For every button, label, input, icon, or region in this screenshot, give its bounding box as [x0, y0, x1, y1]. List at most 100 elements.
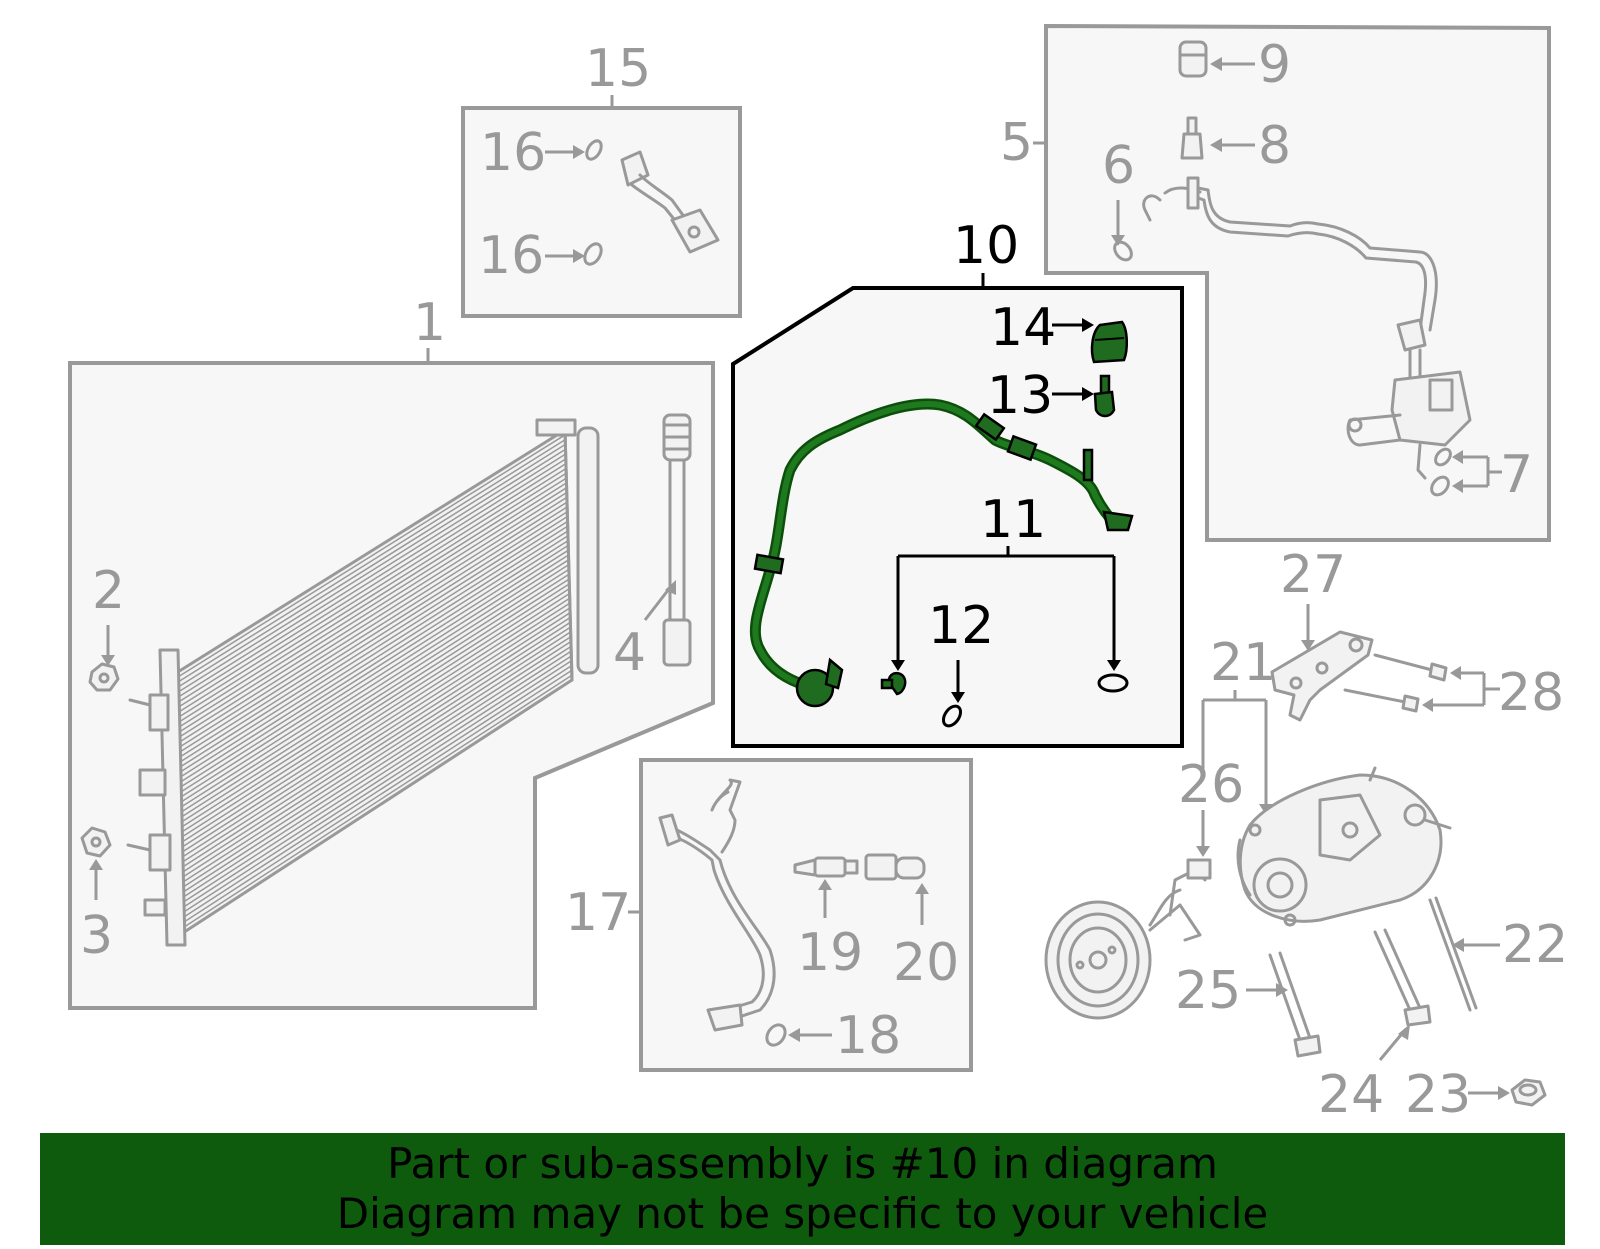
o-ring-part-11: [1097, 673, 1129, 693]
arrow: [573, 145, 585, 159]
condenser-fin: [166, 520, 569, 776]
compressor-group: 27 28 21: [1044, 545, 1568, 1125]
condenser-fin: [165, 467, 567, 721]
condenser-fin: [169, 616, 571, 876]
bracket-part-27: [1270, 630, 1374, 722]
condenser-fin: [169, 631, 572, 891]
callout-8: 8: [1258, 116, 1291, 176]
callout-13: 13: [987, 366, 1053, 426]
condenser-fin: [167, 535, 569, 791]
condenser-fin: [170, 645, 572, 906]
condenser-fin: [170, 635, 572, 896]
callout-28: 28: [1498, 663, 1564, 723]
group-15: 15 16 16: [461, 39, 742, 318]
callout-27: 27: [1280, 545, 1346, 605]
group-17-box: [639, 758, 973, 1072]
callout-2: 2: [92, 561, 125, 621]
callout-19: 19: [797, 923, 863, 983]
o-ring-part-12: [941, 704, 963, 728]
arrow: [1276, 983, 1288, 997]
condenser-fin: [167, 559, 570, 816]
compressor-part-21: [1236, 766, 1452, 927]
arrow: [1107, 660, 1121, 671]
arrow: [1452, 938, 1464, 952]
condenser-fin: [169, 607, 571, 866]
condenser-fin: [168, 568, 570, 826]
condenser-fin: [164, 434, 566, 686]
arrow: [665, 580, 676, 595]
hose-part-5: [1142, 176, 1472, 480]
arrow: [1301, 640, 1315, 651]
condenser-fin: [167, 530, 569, 786]
callout-12: 12: [928, 596, 994, 656]
info-banner: Part or sub-assembly is #10 in diagram D…: [40, 1133, 1565, 1245]
arrow: [891, 660, 905, 671]
callout-9: 9: [1258, 35, 1291, 95]
group-5: 5 9 8 6: [1000, 23, 1551, 542]
arrow: [1082, 318, 1094, 332]
arrow: [1452, 450, 1463, 464]
arrow: [1111, 235, 1125, 246]
callout-3: 3: [80, 906, 113, 966]
condenser-fin: [168, 573, 570, 831]
condenser-fin: [164, 438, 567, 691]
arrow: [788, 1028, 800, 1042]
condenser-fin: [170, 640, 572, 901]
condenser-fin: [165, 486, 568, 741]
arrow: [1196, 846, 1210, 857]
ac-hose-part-10: [749, 398, 1134, 708]
condenser-fin: [167, 554, 570, 811]
condenser-fin: [170, 660, 573, 921]
cap-part-14: [1090, 320, 1128, 364]
clip-part-11: [880, 671, 907, 696]
callout-23: 23: [1405, 1065, 1471, 1125]
banner-line-2: Diagram may not be specific to your vehi…: [336, 1189, 1269, 1238]
callout-4: 4: [613, 623, 646, 683]
condenser-fin: [171, 674, 573, 936]
condenser-fin: [166, 515, 569, 771]
bolt-part-22: [1428, 896, 1478, 1012]
callout-11: 11: [980, 490, 1046, 550]
callout-20: 20: [893, 933, 959, 993]
condenser-fin: [164, 448, 567, 701]
hose-part-17: [658, 778, 776, 1032]
callout-22: 22: [1502, 915, 1568, 975]
condenser-fin: [167, 549, 570, 806]
valve-part-13: [1093, 374, 1116, 418]
arrow: [1450, 666, 1461, 680]
condenser-fin: [168, 583, 571, 841]
group-10-highlighted: 10 14 13 11: [731, 216, 1184, 748]
callout-26: 26: [1178, 755, 1244, 815]
condenser-fin: [165, 472, 567, 726]
condenser-fin: [167, 539, 569, 796]
arrow: [1498, 1086, 1510, 1100]
bolt-part-24: [1373, 928, 1432, 1027]
nut-part-2: [88, 662, 120, 692]
condenser-fin: [164, 453, 567, 706]
arrow: [101, 655, 115, 666]
condenser-fin: [165, 482, 568, 736]
pressure-line-part-15: [620, 150, 720, 254]
nut-part-3: [80, 826, 112, 858]
callout-6: 6: [1102, 136, 1135, 196]
condenser-fin: [165, 458, 567, 711]
condenser-fin: [168, 578, 570, 836]
arrow: [573, 249, 585, 263]
switch-part-20: [864, 853, 926, 881]
clutch-part-26: [1044, 858, 1212, 1020]
condenser-fin: [170, 664, 573, 926]
arrow: [818, 879, 832, 890]
drier-part-4: [662, 413, 692, 667]
arrow: [89, 859, 103, 870]
callout-10: 10: [953, 216, 1019, 276]
condenser-fin: [170, 669, 573, 931]
callout-7: 7: [1500, 445, 1533, 505]
callout-5: 5: [1000, 113, 1033, 173]
nut-part-23: [1510, 1078, 1547, 1107]
cap-part-9: [1178, 40, 1208, 78]
condenser-fin: [169, 621, 572, 881]
condenser-fin: [168, 597, 571, 856]
arrow: [1210, 57, 1222, 71]
condenser-fin: [165, 462, 567, 716]
